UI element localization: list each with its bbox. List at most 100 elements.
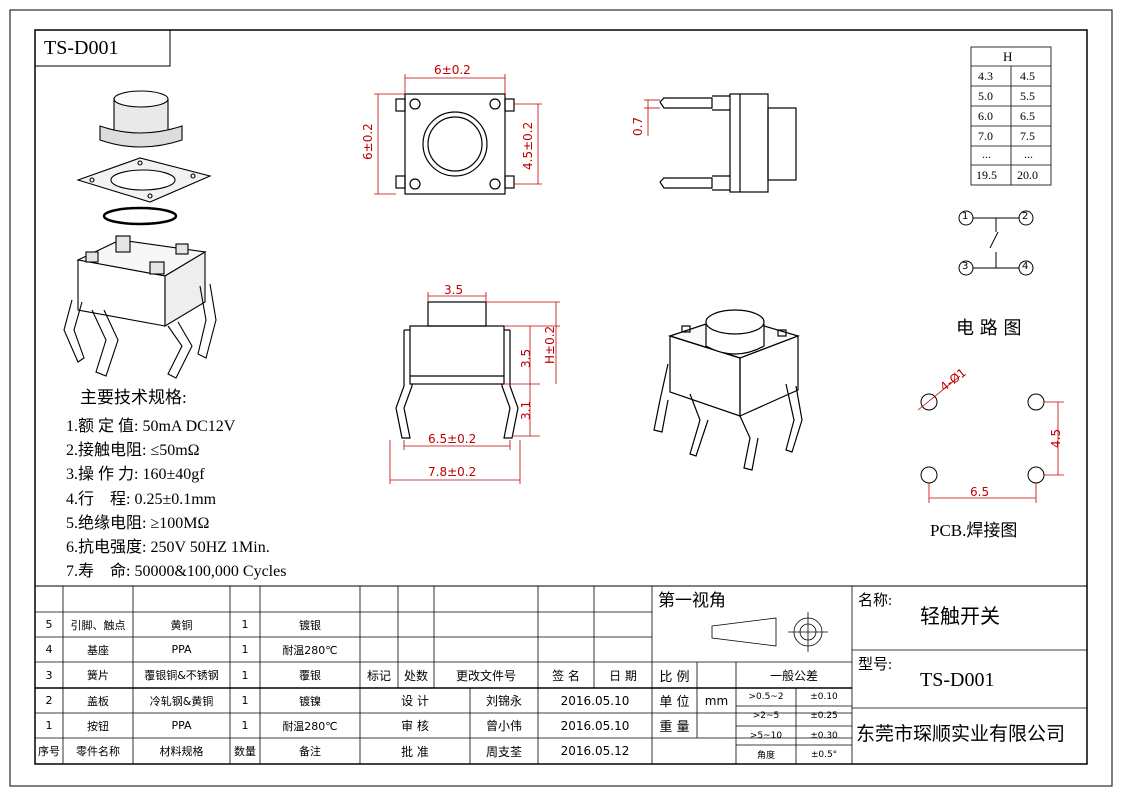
- unit-value: mm: [704, 693, 729, 708]
- height-table-cell: 19.5: [976, 168, 997, 182]
- tolerance-header: 一般公差: [769, 668, 818, 683]
- bom-cell: 1: [241, 668, 249, 682]
- bom-cell: 基座: [87, 643, 109, 657]
- unit-label: 单 位: [659, 695, 690, 710]
- bom-cell: 耐温280℃: [282, 719, 338, 733]
- name-label: 名称:: [858, 593, 893, 609]
- pcb-layout: [920, 393, 1045, 484]
- tolerance-range: >0.5~2: [748, 692, 784, 702]
- revision-header: 标记: [366, 668, 391, 683]
- tolerance-range: >5~10: [749, 730, 783, 741]
- dim-side-offset: 0.7: [631, 116, 645, 136]
- bom-cell: 1: [241, 694, 249, 707]
- name-value: 轻触开关: [920, 604, 1000, 628]
- specs-heading: 主要技术规格:: [80, 388, 187, 407]
- bom-cell: 1: [241, 643, 249, 656]
- tolerance-value: ±0.25: [810, 711, 838, 721]
- tolerance-range: >2~5: [752, 711, 780, 721]
- height-table-cell: 6.5: [1020, 109, 1035, 123]
- weight-label: 重 量: [659, 720, 690, 735]
- bom-cell: 覆银铜&不锈钢: [144, 669, 219, 682]
- dim-pcb-y: 4.5: [1049, 428, 1063, 448]
- spec-item: 3.操 作 力: 160±40gf: [66, 466, 205, 483]
- dim-top-width: 6±0.2: [434, 63, 471, 77]
- bom-cell: 盖板: [87, 694, 109, 708]
- height-table-cell: ...: [1024, 147, 1033, 161]
- revision-header: 日 期: [609, 668, 637, 683]
- revision-role: 审 核: [401, 719, 429, 733]
- bom-header: 材料规格: [159, 745, 204, 758]
- bom-cell: 按钮: [87, 719, 109, 733]
- tolerance-value: ±0.5°: [810, 749, 838, 760]
- dim-button-width: 3.5: [444, 283, 464, 297]
- terminal-2: 2: [1022, 211, 1029, 222]
- revision-header: 处数: [403, 668, 428, 683]
- exploded-view: [63, 90, 217, 379]
- spec-item: 5.绝缘电阻: ≥100MΩ: [66, 515, 210, 532]
- dim-total-width: 7.8±0.2: [428, 465, 477, 479]
- revision-date: 2016.05.10: [560, 693, 630, 708]
- spec-item: 2.接触电阻: ≤50mΩ: [66, 442, 200, 459]
- revision-role: 批 准: [401, 744, 429, 759]
- dim-pin-length: 3.1: [519, 400, 533, 420]
- bom-header: 备注: [299, 745, 321, 758]
- revision-header: 签 名: [552, 668, 580, 683]
- revision-person: 刘锦永: [485, 694, 522, 708]
- revision-header: 更改文件号: [455, 668, 516, 683]
- bom-cell: PPA: [171, 719, 192, 732]
- height-table-cell: 20.0: [1017, 168, 1038, 182]
- spec-item: 4.行 程: 0.25±0.1mm: [66, 491, 217, 508]
- bom-header: 数量: [234, 745, 256, 758]
- dim-top-height: 6±0.2: [361, 123, 375, 160]
- company-name: 东莞市琛顺实业有限公司: [856, 723, 1066, 745]
- front-view: [395, 301, 519, 439]
- side-view: [659, 93, 797, 193]
- title-block-grid: [35, 586, 1087, 764]
- revision-person: 周支荃: [485, 744, 522, 759]
- bom-cell: 3: [45, 668, 53, 682]
- revision-person: 曾小伟: [485, 719, 522, 733]
- bom-cell: 簧片: [87, 669, 109, 682]
- height-table-cell: ...: [982, 147, 991, 161]
- bom-cell: 镀银: [299, 618, 321, 632]
- revision-date: 2016.05.12: [560, 744, 630, 758]
- part-code: TS-D001: [44, 37, 119, 59]
- height-table-cell: 7.5: [1020, 129, 1035, 143]
- terminal-4: 4: [1022, 261, 1029, 272]
- circuit-label: 电 路 图: [956, 318, 1022, 339]
- height-table-cell: 5.5: [1020, 89, 1035, 103]
- height-table-header: H: [1003, 49, 1013, 64]
- height-table-cell: 6.0: [978, 109, 993, 123]
- bom-cell: PPA: [171, 643, 192, 656]
- bom-cell: 引脚、触点: [70, 618, 126, 632]
- dim-body-width: 6.5±0.2: [428, 432, 477, 446]
- bom-cell: 5: [45, 618, 53, 631]
- dim-body-height: 3.5: [519, 348, 533, 368]
- spec-item: 1.额 定 值: 50mA DC12V: [66, 418, 236, 435]
- model-label: 型号:: [858, 657, 893, 673]
- height-table-cell: 4.3: [978, 69, 993, 83]
- bom-cell: 覆银: [299, 669, 321, 682]
- scale-label: 比 例: [659, 669, 690, 685]
- bom-cell: 2: [45, 694, 53, 707]
- tolerance-value: ±0.10: [810, 692, 838, 702]
- bom-cell: 冷轧钢&黄铜: [149, 694, 214, 708]
- tolerance-range: 角度: [756, 751, 775, 761]
- bom-cell: 1: [241, 719, 249, 732]
- pcb-label: PCB.焊接图: [930, 521, 1018, 540]
- bom-header: 零件名称: [76, 745, 120, 758]
- spec-item: 7.寿 命: 50000&100,000 Cycles: [66, 563, 287, 580]
- view-angle-label: 第一视角: [658, 591, 726, 610]
- terminal-3: 3: [962, 261, 969, 272]
- dim-total-height: H±0.2: [543, 325, 557, 364]
- bom-cell: 耐温280℃: [282, 643, 338, 657]
- height-table-cell: 7.0: [978, 129, 993, 143]
- top-view: [395, 93, 515, 195]
- bom-cell: 1: [241, 618, 249, 631]
- revision-role: 设 计: [401, 694, 429, 708]
- revision-date: 2016.05.10: [560, 718, 630, 733]
- dim-pcb-x: 6.5: [970, 485, 990, 499]
- isometric-view: [653, 309, 803, 471]
- model-value: TS-D001: [920, 669, 995, 691]
